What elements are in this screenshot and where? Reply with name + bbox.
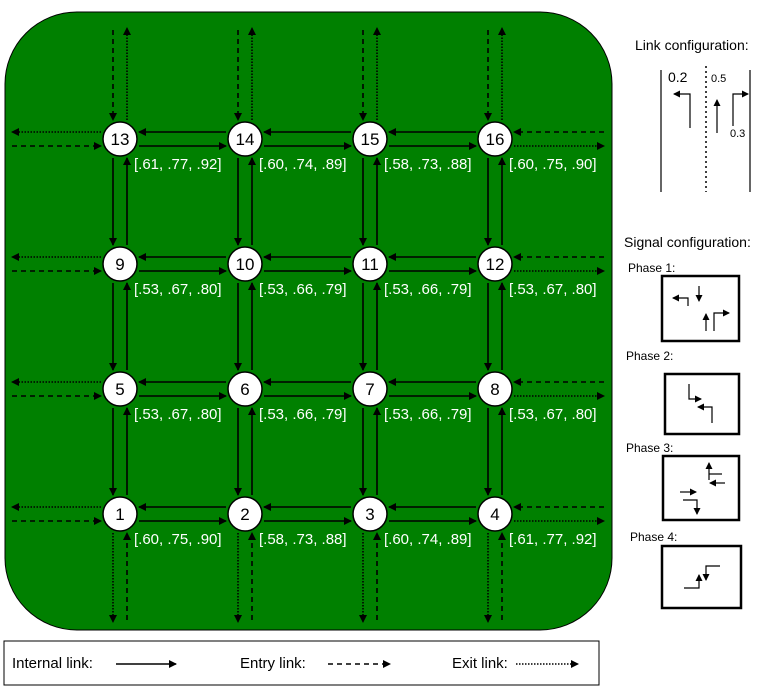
phase-2-label: Phase 2:	[626, 349, 673, 363]
left-turn-arrow-icon	[673, 90, 691, 128]
node-id-label: 14	[236, 130, 255, 149]
node-circle	[227, 496, 263, 532]
intersection-node: 16[.60, .75, .90]	[477, 121, 597, 173]
links-layer	[11, 27, 605, 623]
node-weights-label: [.53, .67, .80]	[134, 281, 222, 298]
node-circle	[102, 496, 138, 532]
node-weights-label: [.58, .73, .88]	[384, 156, 472, 173]
phase-3-box	[661, 454, 741, 522]
node-circle	[352, 246, 388, 282]
intersection-node: 10[.53, .66, .79]	[227, 246, 347, 298]
node-id-label: 5	[115, 380, 124, 399]
right-turn-probability: 0.3	[730, 128, 745, 140]
legend-internal-label: Internal link:	[12, 655, 93, 672]
intersection-node: 15[.58, .73, .88]	[352, 121, 472, 173]
left-turn-probability: 0.2	[668, 69, 688, 85]
node-weights-label: [.53, .67, .80]	[509, 406, 597, 423]
intersection-node: 13[.61, .77, .92]	[102, 121, 222, 173]
node-id-label: 10	[236, 255, 255, 274]
phase-1-box	[660, 274, 741, 343]
node-weights-label: [.60, .75, .90]	[134, 531, 222, 548]
intersection-node: 6 [.53, .66, .79]	[227, 371, 347, 423]
intersection-node: 2 [.58, .73, .88]	[227, 496, 347, 548]
phase-4-box	[660, 544, 743, 610]
node-id-label: 11	[361, 255, 379, 274]
phase-4-label: Phase 4:	[630, 530, 677, 544]
legend: Internal link: Entry link: Exit link:	[3, 640, 600, 686]
node-circle	[477, 496, 513, 532]
node-id-label: 16	[486, 130, 505, 149]
node-circle	[352, 121, 388, 157]
node-id-label: 12	[486, 255, 505, 274]
right-turn-arrow-icon	[732, 90, 749, 126]
node-weights-label: [.60, .75, .90]	[509, 156, 597, 173]
node-weights-label: [.53, .67, .80]	[134, 406, 222, 423]
node-circle	[102, 246, 138, 282]
node-circle	[227, 371, 263, 407]
phase-2-down-left-icon	[688, 384, 702, 403]
node-circle	[227, 121, 263, 157]
node-id-label: 1	[115, 505, 124, 524]
phase-1-right-turn-icon	[713, 309, 730, 331]
node-weights-label: [.53, .66, .79]	[384, 406, 472, 423]
phase-4-up-turn-icon	[684, 574, 703, 589]
phase-3-label: Phase 3:	[626, 441, 673, 455]
node-id-label: 13	[111, 130, 130, 149]
node-id-label: 15	[361, 130, 380, 149]
legend-entry-label: Entry link:	[240, 655, 306, 672]
node-circle	[352, 371, 388, 407]
signal-configuration-panel: Signal configuration: Phase 1: Phase 2: …	[624, 234, 751, 610]
legend-box	[3, 640, 600, 686]
intersection-node: 14[.60, .74, .89]	[227, 121, 347, 173]
node-weights-label: [.61, .77, .92]	[509, 531, 597, 548]
straight-probability: 0.5	[711, 73, 726, 85]
phase-1-left-turn-icon	[672, 294, 689, 306]
phase-4-down-turn-icon	[702, 565, 720, 581]
node-id-label: 7	[365, 380, 374, 399]
node-circle	[477, 246, 513, 282]
node-weights-label: [.53, .67, .80]	[509, 281, 597, 298]
node-weights-label: [.53, .66, .79]	[384, 281, 472, 298]
nodes-layer: 1 [.60, .75, .90] 2 [.58, .73, .88] 3 [.60, .…	[102, 121, 597, 548]
node-id-label: 6	[240, 380, 249, 399]
node-circle	[477, 371, 513, 407]
node-id-label: 8	[490, 380, 499, 399]
node-weights-label: [.58, .73, .88]	[259, 531, 347, 548]
node-weights-label: [.53, .66, .79]	[259, 406, 347, 423]
node-circle	[102, 371, 138, 407]
signal-config-title: Signal configuration:	[624, 234, 751, 250]
node-weights-label: [.60, .74, .89]	[259, 156, 347, 173]
intersection-node: 4 [.61, .77, .92]	[477, 496, 597, 548]
node-circle	[477, 121, 513, 157]
intersection-node: 7 [.53, .66, .79]	[352, 371, 472, 423]
node-circle	[102, 121, 138, 157]
node-circle	[227, 246, 263, 282]
intersection-node: 9 [.53, .67, .80]	[102, 246, 222, 298]
node-weights-label: [.61, .77, .92]	[134, 156, 222, 173]
intersection-node: 12[.53, .67, .80]	[477, 246, 597, 298]
phase-1-label: Phase 1:	[628, 261, 675, 275]
link-config-title: Link configuration:	[635, 37, 749, 53]
phase-3-right-down-icon	[683, 499, 701, 515]
legend-exit-label: Exit link:	[452, 655, 508, 672]
node-weights-label: [.53, .66, .79]	[259, 281, 347, 298]
intersection-node: 8 [.53, .67, .80]	[477, 371, 597, 423]
intersection-node: 3 [.60, .74, .89]	[352, 496, 472, 548]
link-configuration-panel: Link configuration: 0.2 0.5 0.3	[635, 37, 751, 192]
intersection-node: 11 [.53, .66, .79]	[352, 246, 472, 298]
phase-2-box	[663, 372, 741, 436]
grid-background	[4, 11, 613, 631]
node-id-label: 2	[240, 505, 249, 524]
node-circle	[352, 496, 388, 532]
intersection-node: 1 [.60, .75, .90]	[102, 496, 222, 548]
node-weights-label: [.60, .74, .89]	[384, 531, 472, 548]
node-id-label: 9	[115, 255, 124, 274]
intersection-node: 5 [.53, .67, .80]	[102, 371, 222, 423]
phase-2-up-left-icon	[697, 403, 713, 423]
node-id-label: 4	[490, 505, 499, 524]
node-id-label: 3	[365, 505, 374, 524]
